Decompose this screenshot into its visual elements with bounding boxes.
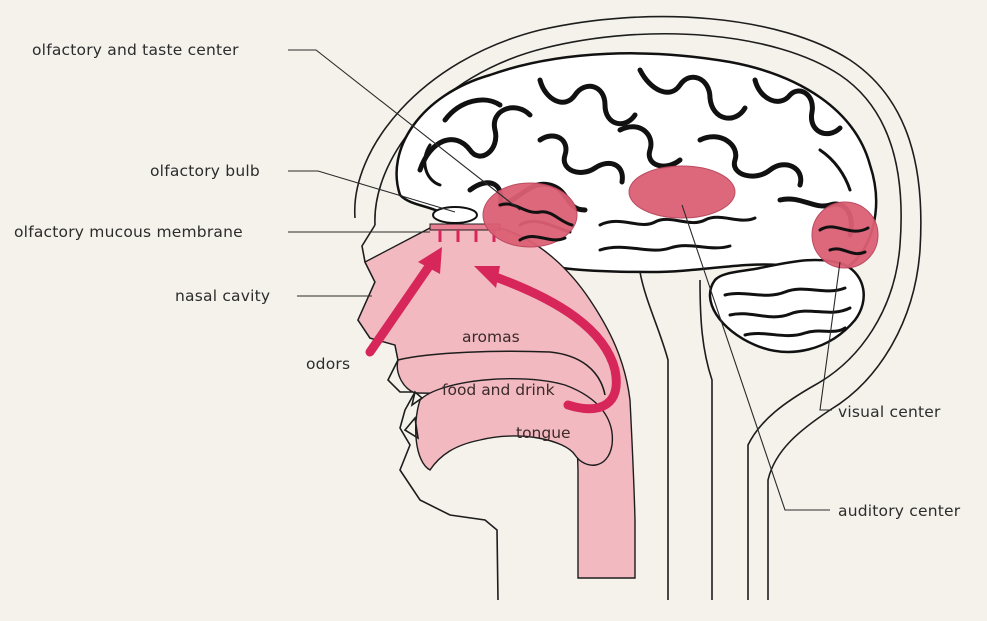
visual-center-area <box>812 202 878 268</box>
label-visual-center: visual center <box>838 403 941 421</box>
label-nasal-cavity: nasal cavity <box>175 287 270 305</box>
label-olfactory-bulb: olfactory bulb <box>150 162 260 180</box>
brain-stem <box>640 272 668 600</box>
spinal-channel <box>700 280 712 600</box>
olfactory-bulb-shape <box>433 207 477 223</box>
cerebellum <box>710 260 864 352</box>
label-odors: odors <box>306 355 350 373</box>
label-olfactory-mucous-membrane: olfactory mucous membrane <box>14 223 243 241</box>
label-tongue: tongue <box>516 424 571 442</box>
label-olfactory-taste-center: olfactory and taste center <box>32 41 239 59</box>
label-auditory-center: auditory center <box>838 502 961 520</box>
label-food-and-drink: food and drink <box>442 381 555 399</box>
auditory-center-area <box>629 166 735 218</box>
label-aromas: aromas <box>462 328 520 346</box>
